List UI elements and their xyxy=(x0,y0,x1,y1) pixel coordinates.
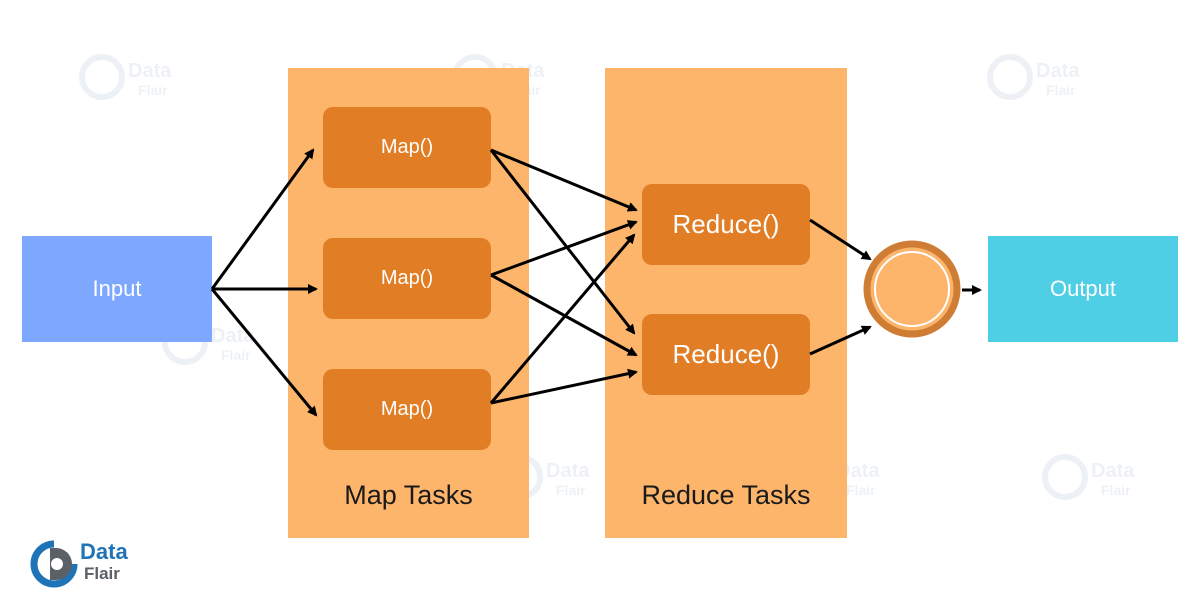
svg-text:Data: Data xyxy=(1091,460,1135,482)
arrow-map1-reduce2 xyxy=(489,149,636,335)
output-label: Output xyxy=(1049,276,1117,301)
input-label: Input xyxy=(92,276,142,301)
logo-text-data: Data xyxy=(80,539,128,564)
merge-ring xyxy=(863,240,961,338)
map-task-1: Map() xyxy=(323,107,491,188)
arrow-input-map1 xyxy=(210,148,315,290)
svg-text:Flair: Flair xyxy=(1101,482,1131,498)
merge-node xyxy=(863,240,961,338)
arrow-map3-reduce2 xyxy=(490,368,638,405)
merge-inner-ring xyxy=(874,251,950,327)
map-task-label: Map() xyxy=(380,398,434,420)
svg-text:Flair: Flair xyxy=(846,482,876,498)
logo-text-flair: Flair xyxy=(84,564,120,583)
arrow-map1-reduce1 xyxy=(490,148,638,212)
input-node: Input xyxy=(22,236,212,342)
svg-text:Data: Data xyxy=(128,60,172,82)
reduce-tasks-panel: Reduce Tasks xyxy=(605,68,847,538)
reduce-task-2: Reduce() xyxy=(642,314,810,395)
map-task-3: Map() xyxy=(323,369,491,450)
logo-arc xyxy=(30,540,78,588)
svg-text:Data: Data xyxy=(1036,60,1080,82)
map-task-label: Map() xyxy=(380,267,434,289)
reduce-task-label: Reduce() xyxy=(672,339,780,369)
arrow-input-map3 xyxy=(210,288,318,417)
map-task-label: Map() xyxy=(380,136,434,158)
svg-text:Data: Data xyxy=(546,460,590,482)
arrow-reduce1-merge xyxy=(809,218,872,261)
logo-icon xyxy=(30,540,78,588)
arrow-map2-reduce1 xyxy=(490,220,638,277)
svg-text:Data: Data xyxy=(836,460,880,482)
reduce-tasks-label: Reduce Tasks xyxy=(641,480,811,510)
svg-text:Flair: Flair xyxy=(556,482,586,498)
reduce-task-label: Reduce() xyxy=(672,209,780,239)
svg-text:Data: Data xyxy=(211,325,255,347)
output-node: Output xyxy=(988,236,1178,342)
svg-text:Flair: Flair xyxy=(221,347,251,363)
svg-text:Flair: Flair xyxy=(138,82,168,98)
arrow-map3-reduce1 xyxy=(489,233,636,404)
svg-text:Flair: Flair xyxy=(1046,82,1076,98)
arrow-reduce2-merge xyxy=(809,325,872,356)
brand-logo: Data Flair xyxy=(28,538,158,592)
arrow-map2-reduce2 xyxy=(490,273,638,357)
map-task-2: Map() xyxy=(323,238,491,319)
map-tasks-label: Map Tasks xyxy=(344,480,473,510)
logo-dot xyxy=(51,558,63,570)
reduce-task-1: Reduce() xyxy=(642,184,810,265)
